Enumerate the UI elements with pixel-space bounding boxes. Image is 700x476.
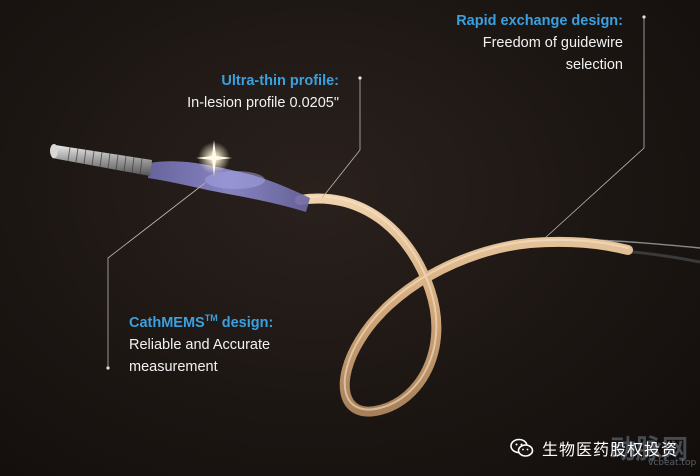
callout-heading: CathMEMSTM design: <box>129 313 274 331</box>
watermark-text: 生物医药股权投资 <box>542 440 679 459</box>
wechat-icon <box>510 438 534 457</box>
watermark-bg-text: 动脉网 <box>610 435 689 465</box>
callout-line-mems <box>107 182 206 368</box>
callout-text-line: In-lesion profile 0.0205" <box>187 95 339 111</box>
sparkle <box>196 140 232 176</box>
watermark-url: vcbeat.top <box>648 458 697 468</box>
callout-text-line: selection <box>565 57 623 73</box>
callout-line-rapid <box>544 17 645 239</box>
callout-rapid-exchange: Rapid exchange design: Freedom of guidew… <box>456 10 623 76</box>
catheter-shaft <box>295 193 633 417</box>
callout-text-line: Freedom of guidewire <box>482 35 623 51</box>
callout-line-thin <box>321 78 361 199</box>
callout-heading: Rapid exchange design: <box>456 13 623 29</box>
callout-text-line: Reliable and Accurate <box>129 336 271 353</box>
callout-cathmems: CathMEMSTM design: Reliable and Accurate… <box>129 307 273 378</box>
callout-text-line: measurement <box>129 358 218 375</box>
callout-ultra-thin: Ultra-thin profile: In-lesion profile 0.… <box>187 70 339 114</box>
callout-heading: Ultra-thin profile: <box>221 73 339 89</box>
watermark: 动脉网 vcbeat.top 生物医药股权投资 <box>508 431 698 473</box>
guide-tip <box>52 145 152 176</box>
